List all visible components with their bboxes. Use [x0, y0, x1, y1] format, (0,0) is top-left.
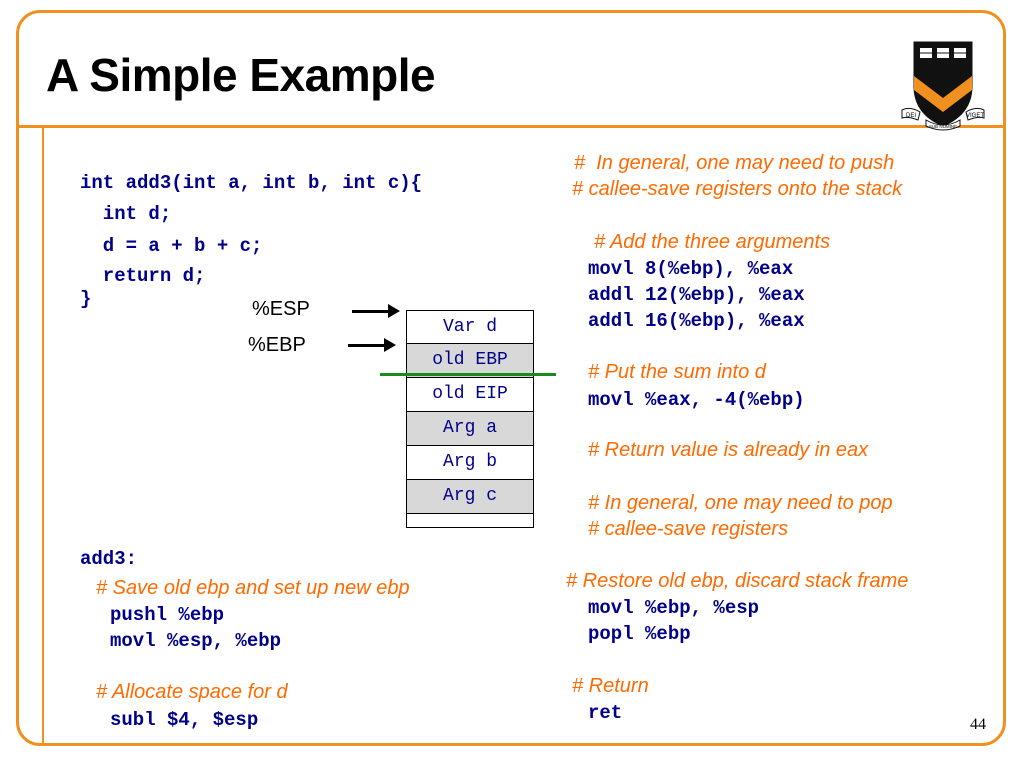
asm-right-comment-1a: # In general, one may need to push: [574, 152, 895, 174]
left-vertical-rule: [42, 128, 44, 746]
c-code-line-4: return d;: [80, 265, 206, 287]
slide-title: A Simple Example: [46, 49, 436, 101]
stack-cell-arg-c: Arg c: [406, 480, 534, 514]
c-code-line-5: }: [80, 288, 92, 310]
slide-frame: [16, 10, 1006, 746]
asm-left-instr-1: pushl %ebp: [110, 604, 225, 626]
stack-cell-arg-a: Arg a: [406, 412, 534, 446]
asm-right-comment-4: # Return value is already in eax: [588, 439, 869, 461]
stack-cell-var-d: Var d: [406, 310, 534, 344]
asm-right-instr-3: addl 16(%ebp), %eax: [588, 310, 805, 332]
asm-right-comment-7: # Return: [572, 675, 649, 697]
asm-right-instr-2: addl 12(%ebp), %eax: [588, 284, 805, 306]
stack-cell-old-eip: old EIP: [406, 378, 534, 412]
asm-left-comment-2: # Allocate space for d: [96, 681, 288, 703]
stack-cell-arg-b: Arg b: [406, 446, 534, 480]
asm-right-instr-1: movl 8(%ebp), %eax: [588, 258, 794, 280]
asm-right-instr-6: popl %ebp: [588, 623, 691, 645]
asm-right-comment-6: # Restore old ebp, discard stack frame: [566, 570, 909, 592]
svg-text:DEI: DEI: [906, 113, 916, 119]
esp-label: %ESP: [252, 298, 310, 320]
princeton-shield-icon: DEI VIGET SUB NUMINE: [901, 41, 985, 131]
asm-right-instr-5: movl %ebp, %esp: [588, 597, 760, 619]
asm-label-add3: add3:: [80, 548, 138, 570]
svg-text:SUB NUMINE: SUB NUMINE: [929, 124, 957, 129]
c-code-line-1: int add3(int a, int b, int c){: [80, 172, 423, 194]
title-rule: [16, 125, 1006, 128]
svg-text:VIGET: VIGET: [966, 113, 984, 119]
asm-right-instr-4: movl %eax, -4(%ebp): [588, 389, 805, 411]
asm-right-comment-3: # Put the sum into d: [588, 361, 766, 383]
stack-continuation: [406, 514, 534, 528]
asm-left-instr-2: movl %esp, %ebp: [110, 630, 282, 652]
page-number: 44: [970, 716, 986, 733]
asm-left-instr-3: subl $4, $esp: [110, 709, 259, 731]
asm-right-comment-5b: # callee-save registers: [588, 518, 789, 540]
asm-right-comment-5a: # In general, one may need to pop: [588, 492, 893, 514]
frame-boundary-line: [380, 373, 556, 376]
asm-right-instr-7: ret: [588, 702, 623, 724]
c-code-line-2: int d;: [80, 203, 172, 225]
stack-diagram: Var d old EBP old EIP Arg a Arg b Arg c: [406, 310, 534, 528]
c-code-line-3: d = a + b + c;: [80, 235, 263, 257]
ebp-label: %EBP: [248, 334, 306, 356]
asm-right-comment-1b: # callee-save registers onto the stack: [572, 178, 903, 200]
asm-right-comment-2: # Add the three arguments: [594, 231, 831, 253]
stack-cell-old-ebp: old EBP: [406, 344, 534, 378]
esp-arrow-icon: [352, 304, 400, 318]
asm-left-comment-1: # Save old ebp and set up new ebp: [96, 577, 410, 599]
ebp-arrow-icon: [348, 338, 396, 352]
